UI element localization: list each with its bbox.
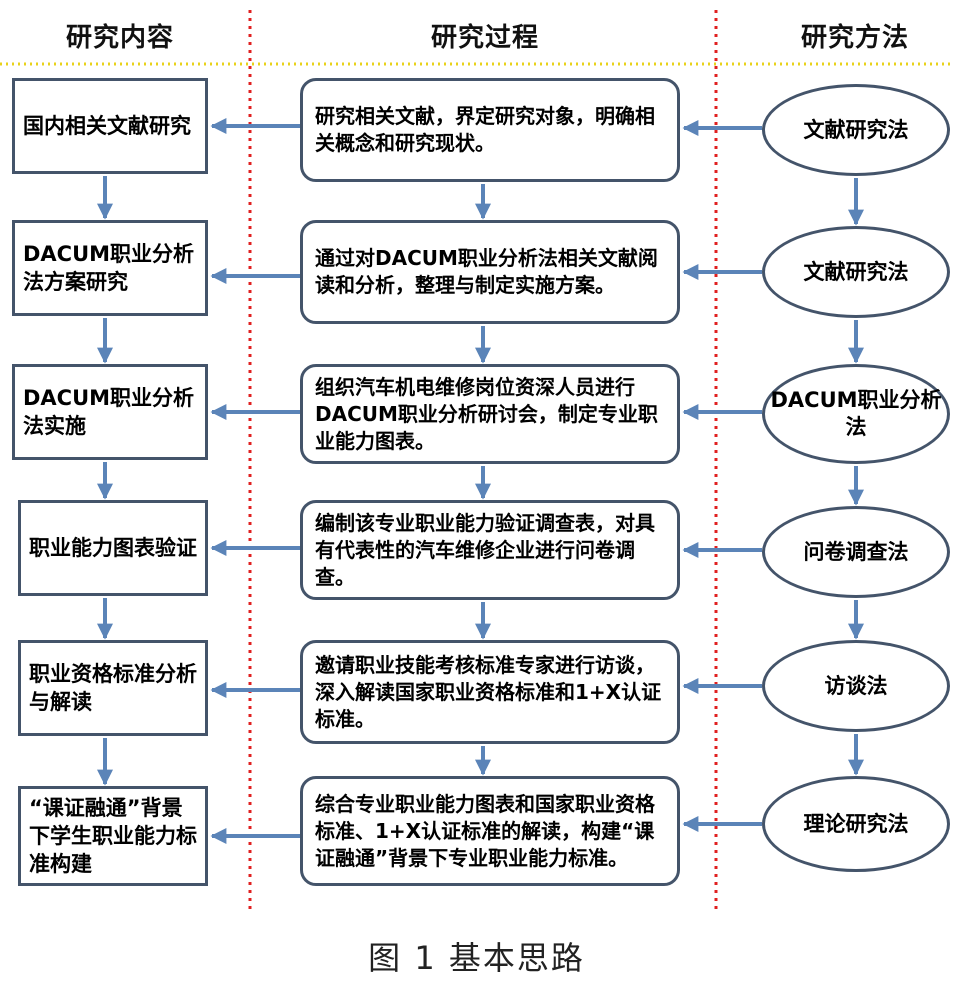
process-box-4: 编制该专业职业能力验证调查表，对具有代表性的汽车维修企业进行问卷调查。 xyxy=(300,500,680,600)
method-ellipse-4: 问卷调查法 xyxy=(762,506,950,598)
method-ellipse-2: 文献研究法 xyxy=(762,226,950,318)
method-ellipse-1: 文献研究法 xyxy=(762,84,950,176)
process-box-3: 组织汽车机电维修岗位资深人员进行DACUM职业分析研讨会，制定专业职业能力图表。 xyxy=(300,364,680,464)
header-content: 研究内容 xyxy=(65,23,174,53)
content-label-3: DACUM职业分析法实施 xyxy=(23,386,195,438)
content-box-4: 职业能力图表验证 xyxy=(18,500,208,596)
method-ellipse-5: 访谈法 xyxy=(762,640,950,732)
process-box-1: 研究相关文献，界定研究对象，明确相关概念和研究现状。 xyxy=(300,78,680,182)
method-label-5: 访谈法 xyxy=(824,673,888,698)
process-box-5: 邀请职业技能考核标准专家进行访谈，深入解读国家职业资格标准和1+X认证标准。 xyxy=(300,640,680,744)
content-label-5: 职业资格标准分析与解读 xyxy=(29,662,197,714)
process-label-5: 邀请职业技能考核标准专家进行访谈，深入解读国家职业资格标准和1+X认证标准。 xyxy=(315,652,662,731)
process-label-6: 综合专业职业能力图表和国家职业资格标准、1+X认证标准的解读，构建“课证融通”背… xyxy=(315,791,655,870)
content-box-6: “课证融通”背景下学生职业能力标准构建 xyxy=(18,786,208,886)
process-label-4: 编制该专业职业能力验证调查表，对具有代表性的汽车维修企业进行问卷调查。 xyxy=(315,510,655,589)
content-label-4: 职业能力图表验证 xyxy=(29,536,197,560)
content-label-2: DACUM职业分析法方案研究 xyxy=(23,242,195,294)
method-label-6: 理论研究法 xyxy=(803,811,909,836)
process-label-2: 通过对DACUM职业分析法相关文献阅读和分析，整理与制定实施方案。 xyxy=(315,246,658,297)
content-box-5: 职业资格标准分析与解读 xyxy=(18,640,208,736)
content-label-6: “课证融通”背景下学生职业能力标准构建 xyxy=(29,796,197,876)
figure-caption: 图 1 基本思路 xyxy=(368,939,585,977)
process-box-2: 通过对DACUM职业分析法相关文献阅读和分析，整理与制定实施方案。 xyxy=(300,220,680,324)
method-label-4: 问卷调查法 xyxy=(803,539,909,564)
content-box-2: DACUM职业分析法方案研究 xyxy=(12,220,208,316)
content-box-3: DACUM职业分析法实施 xyxy=(12,364,208,460)
process-box-6: 综合专业职业能力图表和国家职业资格标准、1+X认证标准的解读，构建“课证融通”背… xyxy=(300,776,680,886)
header-method: 研究方法 xyxy=(800,23,909,53)
method-ellipse-3: DACUM职业分析法 xyxy=(762,364,950,464)
process-label-3: 组织汽车机电维修岗位资深人员进行DACUM职业分析研讨会，制定专业职业能力图表。 xyxy=(315,374,658,453)
process-label-1: 研究相关文献，界定研究对象，明确相关概念和研究现状。 xyxy=(315,104,655,155)
method-label-1: 文献研究法 xyxy=(803,117,909,142)
method-label-3: DACUM职业分析法 xyxy=(770,388,942,439)
header-process: 研究过程 xyxy=(430,23,539,53)
method-label-2: 文献研究法 xyxy=(803,259,909,284)
content-label-1: 国内相关文献研究 xyxy=(23,114,191,138)
flow-arrows xyxy=(97,118,864,844)
method-ellipse-6: 理论研究法 xyxy=(762,776,950,872)
content-box-1: 国内相关文献研究 xyxy=(12,78,208,174)
